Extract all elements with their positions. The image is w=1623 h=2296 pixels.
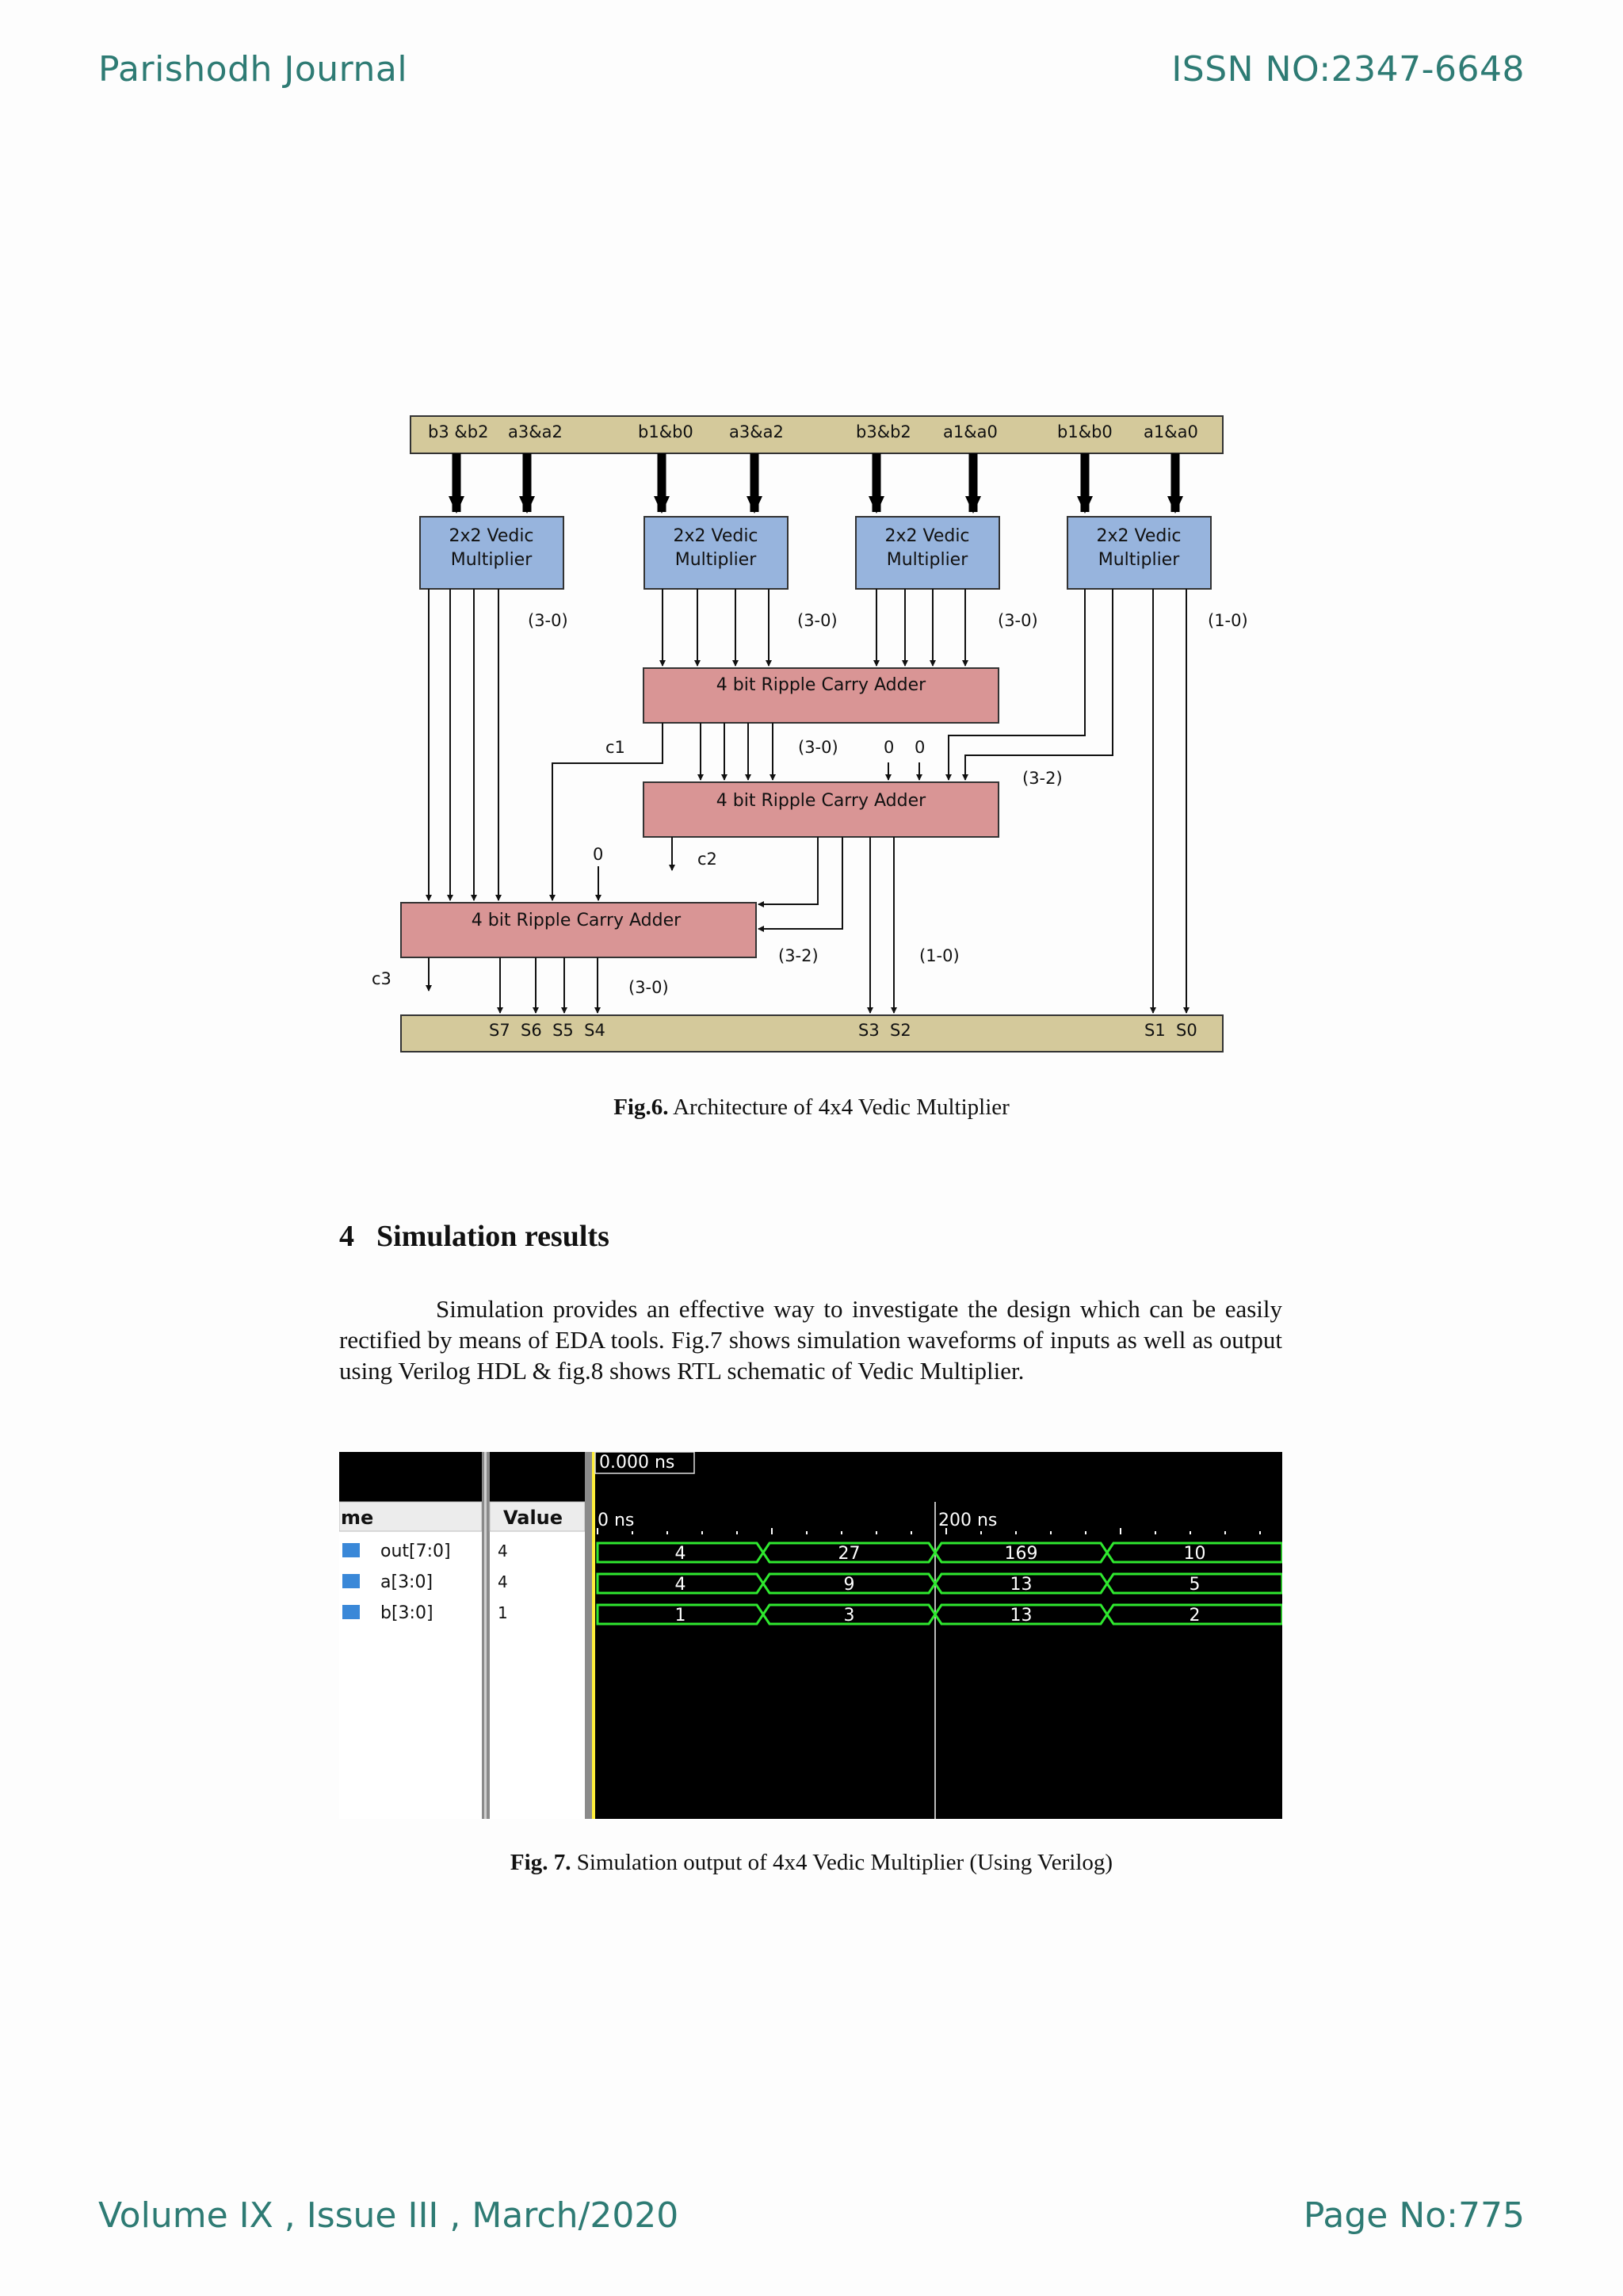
name-column-header: me bbox=[341, 1507, 373, 1529]
svg-text:4 bit Ripple Carry Adder: 4 bit Ripple Carry Adder bbox=[716, 675, 926, 695]
input-label: a3&a2 bbox=[729, 422, 784, 441]
ripple-carry-adder: 4 bit Ripple Carry Adder bbox=[400, 902, 757, 958]
input-label: b3&b2 bbox=[856, 422, 911, 441]
output-label: S3 S2 bbox=[858, 1021, 911, 1040]
signal-value: 1 bbox=[498, 1603, 508, 1622]
signal-name: out[7:0] bbox=[380, 1541, 451, 1561]
signal-icon bbox=[342, 1543, 360, 1557]
input-label: a3&a2 bbox=[508, 422, 563, 441]
svg-text:2x2 Vedic: 2x2 Vedic bbox=[1096, 526, 1181, 546]
output-bus bbox=[400, 1014, 1224, 1052]
body-paragraph: Simulation provides an effective way to … bbox=[339, 1295, 1282, 1385]
signal-value: 4 bbox=[498, 1572, 508, 1591]
wire-label: 0 bbox=[884, 738, 894, 757]
time-label: 200 ns bbox=[938, 1511, 997, 1530]
bus-value: 4 bbox=[675, 1575, 686, 1595]
output-label: S1 S0 bbox=[1144, 1021, 1197, 1040]
svg-text:2x2 Vedic: 2x2 Vedic bbox=[673, 526, 758, 546]
bus-value: 13 bbox=[1010, 1575, 1033, 1595]
wire-label: (3-0) bbox=[798, 738, 838, 757]
input-label: a1&a0 bbox=[1144, 422, 1198, 441]
figure-6-caption: Fig.6. Architecture of 4x4 Vedic Multipl… bbox=[613, 1095, 1010, 1120]
input-label: a1&a0 bbox=[943, 422, 998, 441]
wire-label: (3-2) bbox=[1022, 769, 1063, 788]
wire-label: (1-0) bbox=[919, 946, 960, 965]
wire-label: (1-0) bbox=[1208, 611, 1248, 630]
ripple-carry-adder: 4 bit Ripple Carry Adder bbox=[643, 781, 999, 838]
wire-label: (3-2) bbox=[778, 946, 819, 965]
bus-value: 10 bbox=[1184, 1544, 1206, 1564]
signal-icon bbox=[342, 1605, 360, 1619]
bus-segment bbox=[1106, 1603, 1282, 1626]
input-label: b1&b0 bbox=[638, 422, 693, 441]
svg-text:2x2 Vedic: 2x2 Vedic bbox=[884, 526, 969, 546]
input-bus bbox=[410, 415, 1224, 454]
svg-text:Multiplier: Multiplier bbox=[451, 550, 533, 570]
wire-label: (3-0) bbox=[628, 978, 669, 997]
wire-label: 0 bbox=[915, 738, 925, 757]
svg-text:4 bit Ripple Carry Adder: 4 bit Ripple Carry Adder bbox=[472, 911, 682, 930]
svg-text:Multiplier: Multiplier bbox=[1098, 550, 1181, 570]
vedic-multiplier-architecture-diagram: b3 &b2 a3&a2 b1&b0 a3&a2 b3&b2 a1&a0 b1&… bbox=[372, 415, 1248, 1052]
volume-issue: Volume IX , Issue III , March/2020 bbox=[98, 2195, 679, 2236]
wire-label: c1 bbox=[605, 738, 625, 757]
journal-name: Parishodh Journal bbox=[98, 49, 408, 90]
bus-value: 169 bbox=[1005, 1544, 1038, 1564]
input-label: b3 &b2 bbox=[428, 422, 488, 441]
signal-name: b[3:0] bbox=[380, 1603, 433, 1623]
time-label: 0 ns bbox=[598, 1511, 634, 1530]
value-column-header: Value bbox=[503, 1507, 563, 1529]
wire-label: c2 bbox=[697, 850, 717, 869]
bus-value: 3 bbox=[844, 1606, 855, 1626]
bus-segment bbox=[1106, 1541, 1282, 1564]
wire-label: (3-0) bbox=[998, 611, 1038, 630]
wire-label: c3 bbox=[372, 969, 391, 988]
ripple-carry-adder: 4 bit Ripple Carry Adder bbox=[643, 667, 999, 724]
bus-value: 9 bbox=[844, 1575, 855, 1595]
wire-label: 0 bbox=[593, 845, 603, 864]
output-label: S7 S6 S5 S4 bbox=[489, 1021, 605, 1040]
bus-value: 27 bbox=[838, 1544, 861, 1564]
simulation-waveform-screenshot: me Value out[7:0] 4 a[3:0] 4 b[3:0] 1 0.… bbox=[339, 1452, 1282, 1819]
signal-icon bbox=[342, 1574, 360, 1588]
issn-number: ISSN NO:2347-6648 bbox=[1171, 49, 1525, 90]
svg-text:Multiplier: Multiplier bbox=[675, 550, 758, 570]
svg-text:Multiplier: Multiplier bbox=[887, 550, 969, 570]
bus-value: 1 bbox=[675, 1606, 686, 1626]
wire-label: (3-0) bbox=[797, 611, 838, 630]
bus-value: 5 bbox=[1190, 1575, 1201, 1595]
figure-7-caption: Fig. 7. Simulation output of 4x4 Vedic M… bbox=[510, 1850, 1113, 1875]
wire-label: (3-0) bbox=[528, 611, 568, 630]
signal-name: a[3:0] bbox=[380, 1572, 433, 1592]
bus-segment bbox=[1106, 1572, 1282, 1595]
page-number: Page No:775 bbox=[1303, 2195, 1525, 2236]
svg-text:2x2 Vedic: 2x2 Vedic bbox=[449, 526, 533, 546]
input-label: b1&b0 bbox=[1057, 422, 1113, 441]
cursor-time: 0.000 ns bbox=[599, 1453, 674, 1473]
signal-value: 4 bbox=[498, 1541, 508, 1561]
svg-text:4 bit Ripple Carry Adder: 4 bit Ripple Carry Adder bbox=[716, 791, 926, 811]
bus-value: 2 bbox=[1190, 1606, 1201, 1626]
bus-value: 13 bbox=[1010, 1606, 1033, 1626]
bus-value: 4 bbox=[675, 1544, 686, 1564]
time-cursor bbox=[592, 1452, 595, 1819]
